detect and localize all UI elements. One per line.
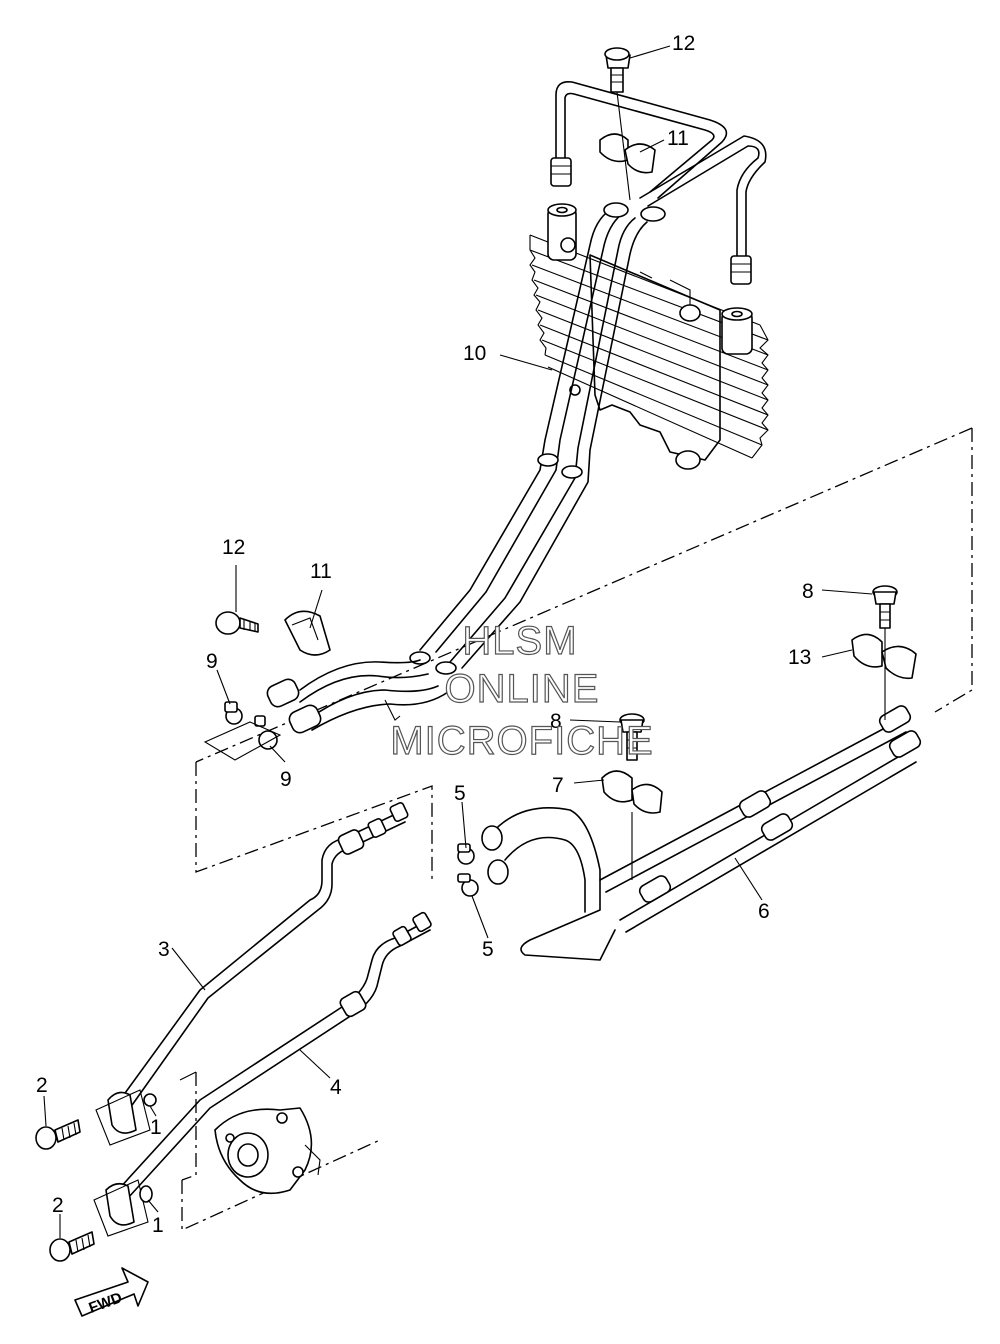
leader-lines [43, 45, 873, 1238]
oil-filter-housing [214, 1107, 321, 1195]
callout-13: 13 [788, 646, 811, 669]
callout-9-bottom: 9 [280, 768, 292, 791]
watermark-line-1: HLSM [462, 619, 577, 663]
bracket-and-bolt-upper [599, 47, 656, 201]
callout-2-top: 2 [36, 1074, 48, 1097]
callouts: 12 11 10 12 11 9 9 8 13 8 7 5 5 6 3 4 2 … [36, 32, 814, 1237]
callout-6: 6 [758, 900, 770, 923]
hose-clips-5 [457, 843, 479, 897]
cooler-inlet-hoses [203, 659, 449, 761]
callout-9-top: 9 [206, 650, 218, 673]
fwd-arrow: FWD [74, 1267, 149, 1317]
oil-cooler [529, 203, 769, 470]
callout-11-top: 11 [667, 127, 689, 150]
reference-lines [181, 427, 973, 1232]
callout-4: 4 [330, 1076, 342, 1099]
callout-1-bottom: 1 [152, 1214, 164, 1237]
callout-11-mid: 11 [310, 560, 332, 583]
bracket-and-bolt-lower [215, 610, 331, 656]
callout-2-bottom: 2 [52, 1194, 64, 1217]
callout-8-right: 8 [802, 580, 814, 603]
callout-5-bottom: 5 [482, 938, 494, 961]
watermark-line-3: MICROFICHE [390, 719, 653, 763]
callout-12-mid: 12 [222, 536, 245, 559]
return-hoses [481, 585, 922, 961]
callout-8-mid: 8 [550, 710, 562, 733]
watermark: HLSM ONLINE MICROFICHE [390, 618, 654, 763]
callout-7: 7 [552, 774, 564, 797]
callout-10: 10 [463, 342, 486, 365]
bolts-2 [35, 1119, 95, 1262]
callout-3: 3 [158, 938, 170, 961]
callout-5-top: 5 [454, 782, 466, 805]
callout-1-top: 1 [150, 1116, 162, 1139]
oil-pipe-3 [95, 801, 409, 1146]
watermark-line-2: ONLINE [445, 667, 600, 711]
oil-pipe-4 [93, 911, 432, 1237]
callout-12-top: 12 [672, 32, 695, 55]
upper-cooler-hoses [409, 80, 767, 675]
